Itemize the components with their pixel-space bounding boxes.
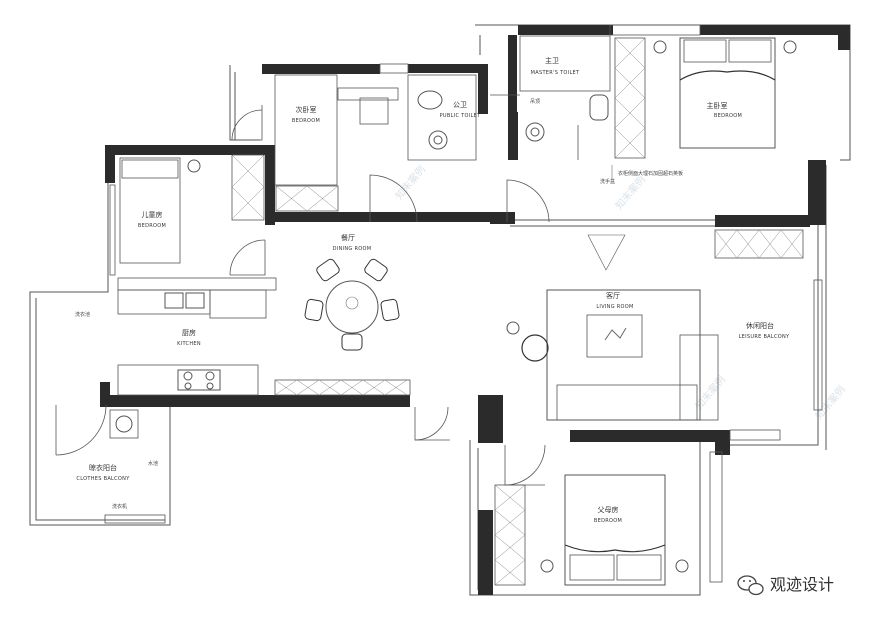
pool-note: 水池 [148, 460, 158, 467]
wash-basin-note: 洗手盆 [600, 178, 615, 185]
outline-lines [29, 24, 851, 596]
watermark-3: 知末案例 [392, 163, 428, 202]
master-bedroom-label-en: BEDROOM [714, 113, 742, 119]
public-toilet: 公卫 PUBLIC TOILET [407, 74, 481, 161]
master-bedroom-label-cn: 主卧室 [707, 101, 728, 110]
master-bedroom: 主卧室 BEDROOM [614, 37, 797, 159]
doors [55, 94, 579, 486]
walls [100, 25, 850, 595]
child-bedroom-label-en: BEDROOM [138, 223, 166, 229]
ceiling-note: 吊顶 [530, 99, 540, 105]
clothes-balcony-label-cn: 晾衣阳台 [89, 463, 117, 472]
child-bedroom: 儿童房 BEDROOM [119, 154, 265, 264]
master-toilet-label-cn: 主卫 [545, 56, 559, 65]
leisure-balcony-label-en: LEISURE BALCONY [739, 334, 790, 340]
dining-label-en: DINING ROOM [333, 246, 372, 252]
logo-text: 观迹设计 [770, 575, 834, 594]
parents-bedroom-label-en: BEDROOM [594, 518, 622, 524]
child-bedroom-label-cn: 儿童房 [142, 210, 163, 219]
watermarks: 知末案例 知末案例 知末案例 知末案例 [392, 163, 848, 422]
laundry-sink-note: 洗衣池 [75, 311, 90, 318]
living-label-en: LIVING ROOM [596, 304, 633, 310]
living-label-cn: 客厅 [606, 291, 620, 300]
watermark-4: 知末案例 [692, 373, 728, 412]
parents-bedroom-label-cn: 父母房 [598, 505, 619, 514]
parents-bedroom: 父母房 BEDROOM [494, 451, 723, 586]
wardrobe-note: 衣柜侧面大理石加固超石英板 [618, 170, 683, 177]
living-room: 客厅 LIVING ROOM [506, 234, 719, 421]
logo: 观迹设计 [737, 575, 834, 596]
appliance-note: 洗衣机 [112, 503, 127, 510]
kitchen: 厨房 KITCHEN 洗衣池 [75, 277, 411, 396]
leisure-balcony: 休闲阳台 LEISURE BALCONY [714, 229, 804, 340]
leisure-balcony-label-cn: 休闲阳台 [746, 321, 774, 330]
public-toilet-label-en: PUBLIC TOILET [440, 113, 481, 119]
wechat-icon [737, 575, 764, 596]
second-bedroom-label-en: BEDROOM [292, 118, 320, 124]
dining-label-cn: 餐厅 [341, 233, 355, 242]
clothes-balcony: 晾衣阳台 CLOTHES BALCONY 洗衣机 [76, 409, 139, 510]
clothes-balcony-label-en: CLOTHES BALCONY [76, 476, 130, 482]
second-bedroom-label-cn: 次卧室 [296, 105, 317, 114]
second-bedroom: 次卧室 BEDROOM [274, 74, 399, 212]
windows [104, 24, 823, 524]
dining-room: 餐厅 DINING ROOM [304, 233, 400, 351]
kitchen-label-cn: 厨房 [182, 328, 196, 337]
master-toilet: 主卫 MASTER'S TOILET [519, 35, 611, 142]
master-toilet-label-en: MASTER'S TOILET [531, 70, 580, 76]
public-toilet-label-cn: 公卫 [453, 101, 467, 109]
annotations: 衣柜侧面大理石加固超石英板 洗手盆 吊顶 水池 [148, 99, 683, 467]
watermark-1: 知末案例 [612, 173, 648, 212]
kitchen-label-en: KITCHEN [177, 341, 201, 347]
